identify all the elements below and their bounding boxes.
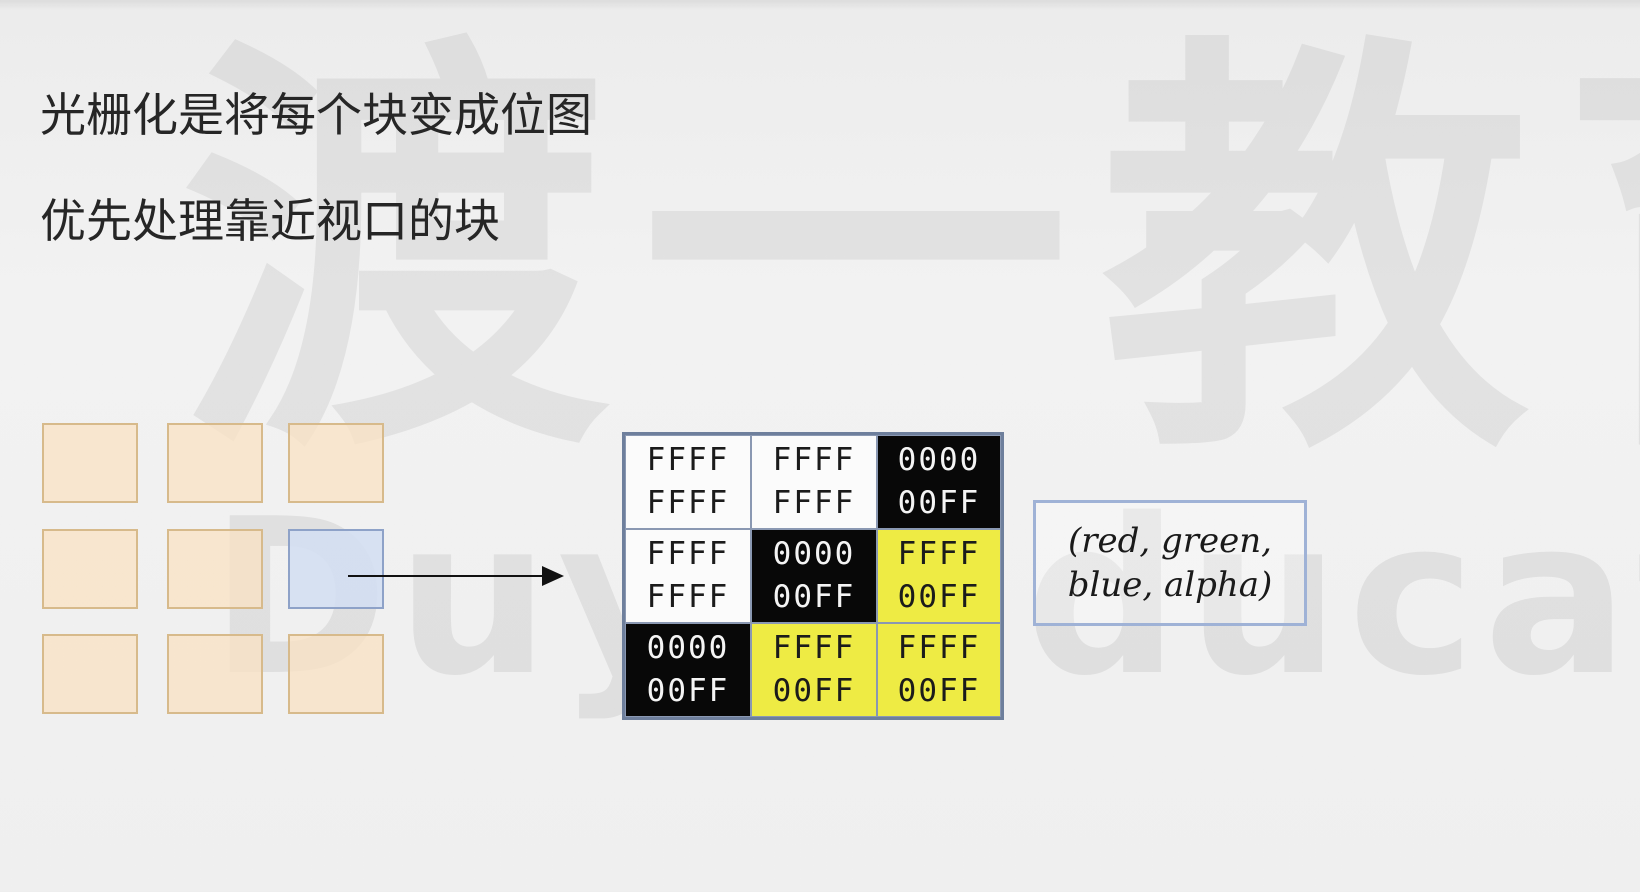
arrow-line [348,575,548,577]
bitmap-grid: FFFF FFFF FFFF FFFF 0000 00FF FFFF FFFF 0000… [622,432,1004,720]
tile [42,529,138,609]
tile [167,529,263,609]
legend-line-1: (red, green, [1068,521,1272,561]
cell-top-value: 0000 [772,536,856,572]
bitmap-cell: 0000 00FF [751,529,877,623]
slide-heading-rasterization: 光栅化是将每个块变成位图 [40,88,592,142]
slide-heading-priority: 优先处理靠近视口的块 [40,194,500,248]
tile [42,634,138,714]
cell-bottom-value: 00FF [897,485,981,521]
cell-top-value: FFFF [772,630,856,666]
tile-selected [288,529,384,609]
cell-bottom-value: 00FF [772,673,856,709]
legend-line-2: blue, alpha) [1067,565,1273,605]
bitmap-cell: 0000 00FF [625,623,751,717]
cell-bottom-value: 00FF [772,579,856,615]
tile [167,423,263,503]
cell-top-value: 0000 [646,630,730,666]
rgba-legend: (red, green, blue, alpha) [1033,500,1307,626]
cell-top-value: FFFF [646,442,730,478]
cell-bottom-value: 00FF [897,579,981,615]
tile [42,423,138,503]
bitmap-cell: FFFF 00FF [877,529,1001,623]
cell-bottom-value: FFFF [772,485,856,521]
cell-bottom-value: FFFF [646,579,730,615]
cell-top-value: FFFF [897,630,981,666]
bitmap-cell: FFFF 00FF [877,623,1001,717]
tile [288,423,384,503]
cell-top-value: FFFF [772,442,856,478]
tile [288,634,384,714]
bitmap-cell: FFFF FFFF [625,435,751,529]
cell-bottom-value: 00FF [646,673,730,709]
tile [167,634,263,714]
cell-bottom-value: 00FF [897,673,981,709]
bitmap-cell: 0000 00FF [877,435,1001,529]
bitmap-cell: FFFF FFFF [751,435,877,529]
cell-top-value: FFFF [646,536,730,572]
cell-top-value: FFFF [897,536,981,572]
cell-top-value: 0000 [897,442,981,478]
bitmap-cell: FFFF FFFF [625,529,751,623]
bitmap-cell: FFFF 00FF [751,623,877,717]
cell-bottom-value: FFFF [646,485,730,521]
arrow-head-icon [542,566,564,586]
